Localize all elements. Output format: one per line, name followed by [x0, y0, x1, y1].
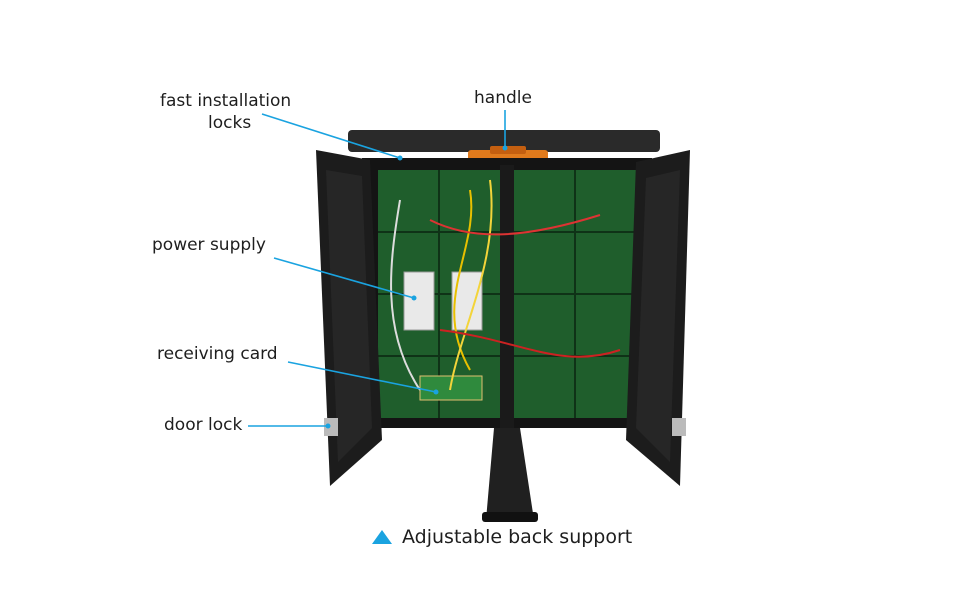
callout-line-power-supply	[273, 257, 415, 299]
callout-lines	[248, 110, 506, 427]
door-lock-hardware	[324, 418, 338, 436]
caption: Adjustable back support	[372, 526, 632, 548]
label-power-supply: power supply	[152, 235, 266, 255]
back-support-leg	[486, 428, 534, 520]
label-locks: locks	[208, 113, 252, 133]
caption-text: Adjustable back support	[402, 526, 633, 548]
power-supply-unit-1	[403, 271, 435, 331]
callout-line-locks	[261, 113, 401, 159]
triangle-icon	[372, 530, 392, 544]
power-supply-unit-2	[451, 271, 483, 331]
label-fast-installation: fast installation	[160, 91, 292, 111]
label-handle: handle	[474, 88, 532, 108]
cabinet-top-bar	[348, 130, 660, 152]
label-door-lock: door lock	[164, 415, 243, 435]
label-receiving-card: receiving card	[157, 344, 278, 364]
callout-line-receiving-card	[287, 361, 437, 393]
